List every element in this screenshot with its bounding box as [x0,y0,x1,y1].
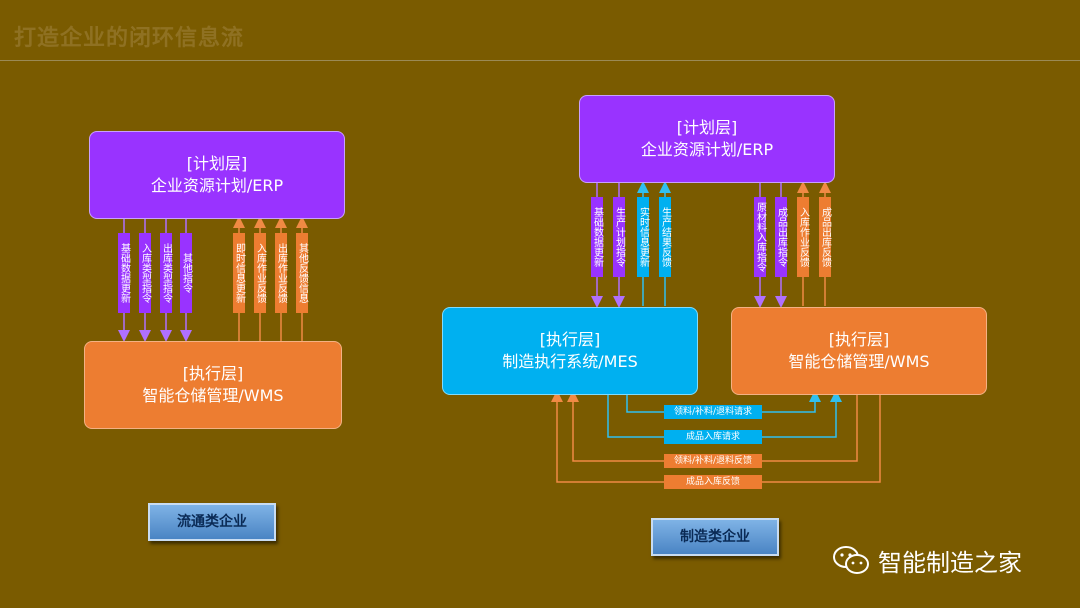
manufacturing-enterprise-button[interactable]: 制造类企业 [651,518,779,556]
left-down-label: 基础数据更新 [118,233,130,313]
right-wms-tag: [执行层] [828,330,890,349]
left-up-label: 出库作业反馈 [275,233,287,313]
flow-label-request: 领料/补料/退料请求 [664,405,762,419]
mes-down-label: 生产计划指令 [613,197,625,277]
left-down-label: 其他指令 [180,233,192,313]
mes-down-label: 基础数据更新 [591,197,603,277]
left-wms-box: [执行层] 智能仓储管理/WMS [84,341,342,429]
wms-down-label: 成品出库指令 [775,197,787,277]
mes-name: 制造执行系统/MES [502,352,638,371]
left-erp-box: [计划层] 企业资源计划/ERP [89,131,345,219]
title-divider [0,60,1080,61]
wms-up-label: 入库作业反馈 [797,197,809,277]
right-wms-name: 智能仓储管理/WMS [788,352,930,371]
circulation-enterprise-button[interactable]: 流通类企业 [148,503,276,541]
mes-box: [执行层] 制造执行系统/MES [442,307,698,395]
left-up-label: 其他反馈信息 [296,233,308,313]
flow-label-request: 成品入库请求 [664,430,762,444]
left-erp-name: 企业资源计划/ERP [150,176,284,195]
wechat-icon [833,546,869,574]
left-wms-name: 智能仓储管理/WMS [142,386,284,405]
left-up-label: 即时信息更新 [233,233,245,313]
flow-label-feedback: 成品入库反馈 [664,475,762,489]
mes-up-label: 实时信息更新 [637,197,649,277]
left-erp-tag: [计划层] [186,154,248,173]
right-erp-name: 企业资源计划/ERP [640,140,774,159]
right-erp-box: [计划层] 企业资源计划/ERP [579,95,835,183]
right-wms-box: [执行层] 智能仓储管理/WMS [731,307,987,395]
wms-down-label: 原材料入库指令 [754,197,766,277]
mes-up-label: 生产结果反馈 [659,197,671,277]
watermark-text: 智能制造之家 [878,548,1022,577]
left-down-label: 入库类型指令 [139,233,151,313]
flow-label-feedback: 领料/补料/退料反馈 [664,454,762,468]
mes-tag: [执行层] [539,330,601,349]
wms-up-label: 成品出库反馈 [819,197,831,277]
watermark: 智能制造之家 [832,540,1022,580]
left-wms-tag: [执行层] [182,364,244,383]
right-erp-tag: [计划层] [676,118,738,137]
page-title: 打造企业的闭环信息流 [14,26,245,51]
left-up-label: 入库作业反馈 [254,233,266,313]
left-down-label: 出库类型指令 [160,233,172,313]
